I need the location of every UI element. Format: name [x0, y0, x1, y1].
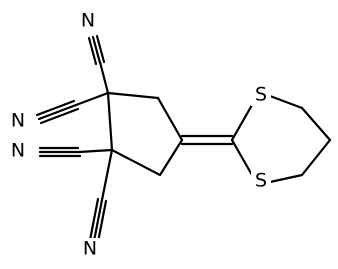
bond-c5-c4: [156, 96, 184, 142]
triple-bond-ul-c: [39, 107, 80, 125]
label-bg-s2: [251, 170, 271, 192]
triple-bond-bottom-a: [88, 197, 100, 242]
triple-bond-ul-b: [37, 103, 78, 121]
bond-s2-c2d: [230, 138, 254, 177]
nitrile-bottom: [88, 148, 114, 244]
atom-n-lower-left: N: [11, 140, 25, 162]
nitrile-lower-left: [38, 146, 114, 158]
atom-s-bottom: S: [255, 170, 267, 192]
atom-n-upper-left: N: [11, 110, 25, 132]
triple-bond-top-a: [87, 36, 98, 66]
triple-bond-bottom-b: [92, 198, 104, 243]
label-bg-n2: [8, 110, 28, 132]
atom-n-bottom: N: [83, 238, 97, 260]
bond-c2-cn-lower-left: [77, 148, 114, 154]
label-bg-n1: [78, 10, 98, 32]
label-bg-n3: [8, 140, 28, 162]
bond-c1-cn-top: [98, 60, 110, 95]
atom-n-top: N: [81, 10, 95, 32]
label-bg-s1: [251, 84, 271, 106]
label-bg-n4: [80, 238, 100, 260]
triple-bond-ul-a: [35, 99, 76, 117]
nitrile-top: [87, 34, 110, 95]
bond-c1-c5: [106, 91, 160, 100]
bond-s1-c4d: [268, 94, 304, 110]
bond-c1-c2: [106, 91, 114, 152]
bond-c4-c3: [158, 138, 184, 177]
dithiane-ring: [230, 94, 332, 184]
bond-c1-cn-upper-left: [74, 91, 110, 107]
atom-s-top: S: [255, 84, 267, 106]
atom-labels: N N N N S S: [8, 10, 271, 260]
bond-c6d-s2: [268, 173, 304, 184]
bond-c3-c2: [110, 148, 162, 177]
triple-bond-top-c: [95, 34, 106, 64]
triple-bond-bottom-c: [96, 199, 108, 244]
bond-c5d-c6d: [300, 138, 332, 177]
bond-c2-cn-bottom: [100, 148, 114, 202]
bond-c4d-c5d: [300, 106, 332, 142]
triple-bond-top-b: [91, 35, 102, 65]
nitrile-upper-left: [35, 91, 110, 125]
exocyclic-double-bond: [180, 134, 234, 146]
bond-c2d-s1: [230, 103, 254, 142]
cyclopentane-ring: [106, 91, 184, 177]
